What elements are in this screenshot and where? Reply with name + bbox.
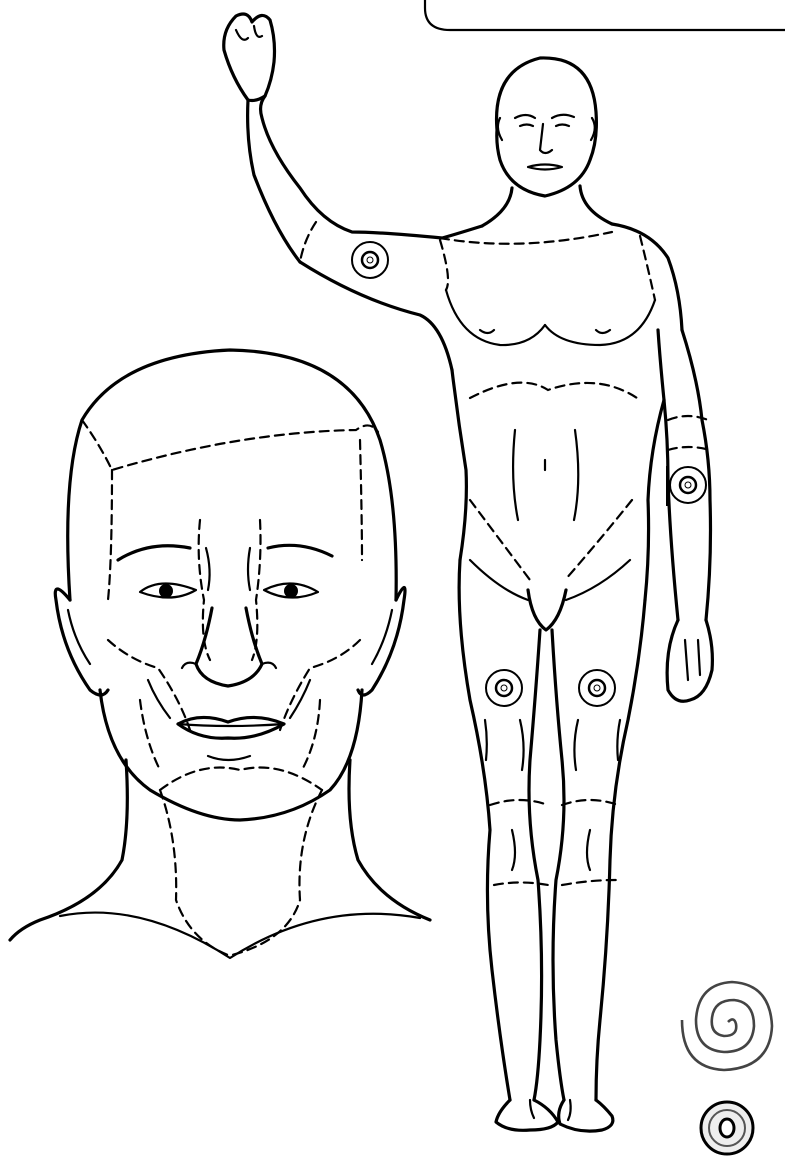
left-eyebrow <box>118 546 190 560</box>
mouth <box>178 717 284 738</box>
right-leg <box>459 560 510 1100</box>
right-foot <box>496 1100 558 1130</box>
left-ear <box>55 589 108 695</box>
left-foot <box>559 1100 613 1131</box>
left-leg <box>596 600 645 1100</box>
right-eyebrow <box>268 545 332 556</box>
full-body-figure <box>224 14 713 1131</box>
right-thigh-marker-icon <box>486 670 522 706</box>
raised-hand <box>224 14 275 101</box>
raised-arm <box>261 96 482 238</box>
right-shoulder-marker-icon <box>352 242 388 278</box>
left-elbow-marker-icon <box>670 467 706 503</box>
body-head <box>497 58 597 196</box>
top-frame <box>425 0 785 30</box>
ring-icon <box>701 1102 753 1154</box>
hanging-arm <box>682 330 711 620</box>
left-thigh-marker-icon <box>579 670 615 706</box>
head-detail <box>10 350 430 958</box>
head-outline <box>68 350 396 600</box>
spiral-icon <box>682 982 772 1070</box>
right-ear <box>358 588 405 696</box>
